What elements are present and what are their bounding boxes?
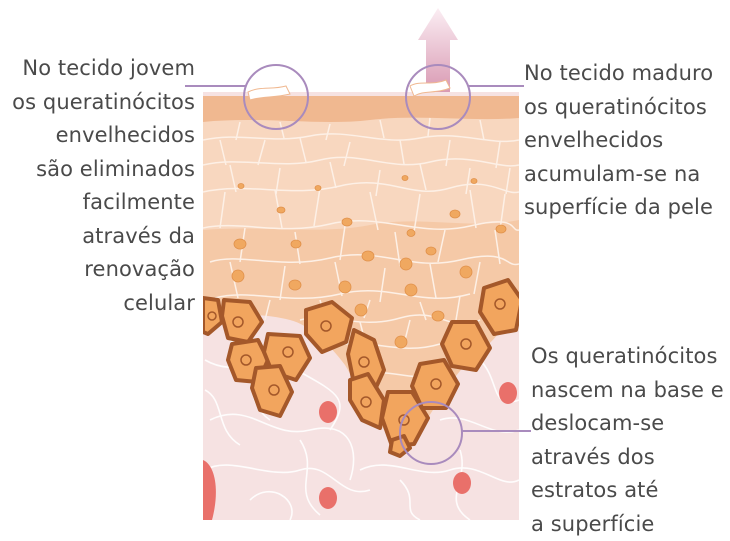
label-basal-origin: Os queratinócitos nascem na base e deslo…	[531, 340, 724, 541]
label-line: superfície da pele	[524, 191, 713, 225]
label-mature-tissue: No tecido maduro os queratinócitos envel…	[524, 57, 713, 225]
upward-arrow-icon	[418, 8, 458, 92]
label-line: através da	[12, 220, 195, 254]
label-line: a superfície	[531, 508, 724, 541]
label-line: acumulam-se na	[524, 158, 713, 192]
label-line: No tecido jovem	[12, 52, 195, 86]
label-line: Os queratinócitos	[531, 340, 724, 374]
label-line: são eliminados	[12, 153, 195, 187]
label-line: através dos	[531, 441, 724, 475]
label-line: estratos até	[531, 474, 724, 508]
label-line: renovação	[12, 253, 195, 287]
label-line: celular	[12, 287, 195, 321]
label-line: os queratinócitos	[524, 91, 713, 125]
label-line: os queratinócitos	[12, 86, 195, 120]
label-line: envelhecidos	[12, 119, 195, 153]
label-line: facilmente	[12, 186, 195, 220]
label-line: No tecido maduro	[524, 57, 713, 91]
label-line: envelhecidos	[524, 124, 713, 158]
label-line: deslocam-se	[531, 407, 724, 441]
label-young-tissue: No tecido jovem os queratinócitos envelh…	[12, 52, 195, 320]
label-line: nascem na base e	[531, 374, 724, 408]
